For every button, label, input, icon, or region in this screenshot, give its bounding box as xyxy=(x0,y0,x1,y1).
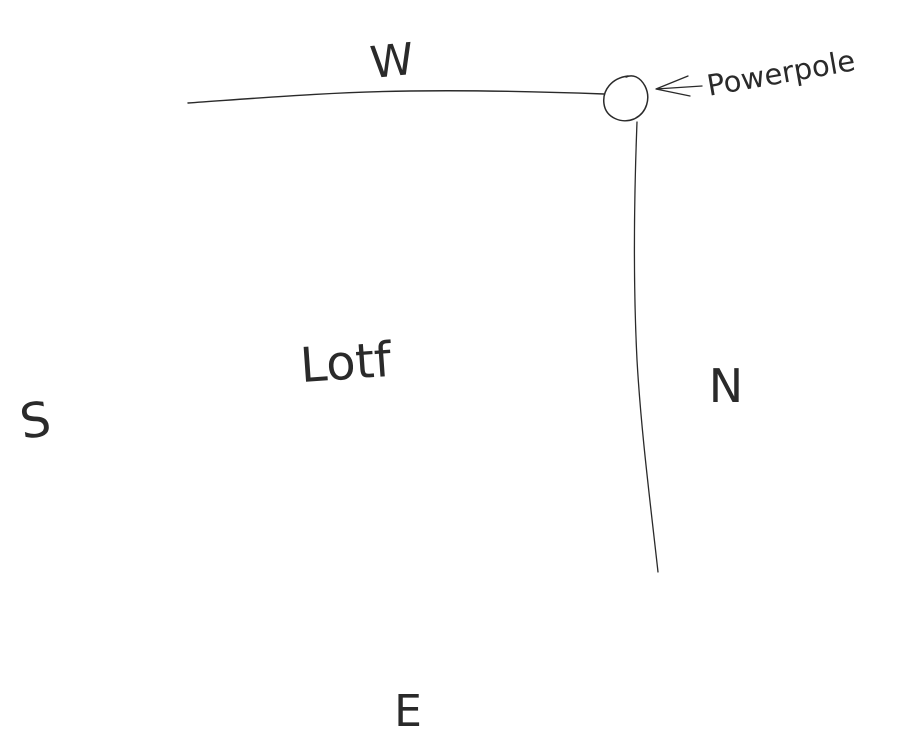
north-label: N xyxy=(709,359,743,413)
power-pole-label: Powerpole xyxy=(704,43,857,102)
north-boundary-line xyxy=(633,121,659,573)
west-boundary-line xyxy=(187,90,605,104)
south-label: S xyxy=(16,391,54,451)
lot-label: Lotf xyxy=(298,332,394,394)
west-label: W xyxy=(368,34,417,89)
power-pole-arrow-icon xyxy=(655,75,703,97)
power-pole-circle-icon xyxy=(603,75,649,122)
east-label: E xyxy=(394,686,422,734)
